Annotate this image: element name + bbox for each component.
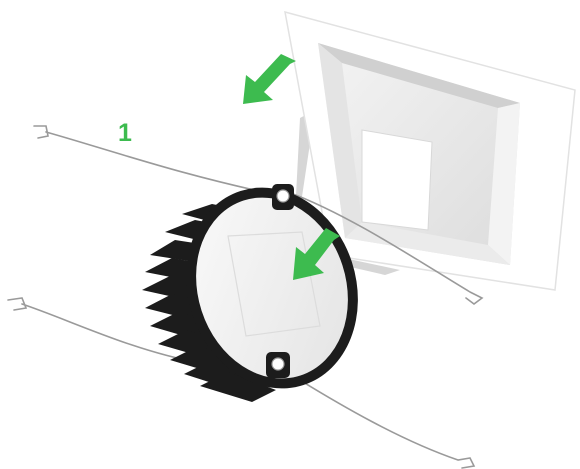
spring-clip-bottom [266, 352, 290, 378]
trim-aperture [362, 130, 432, 230]
spring-lower-right [290, 374, 474, 468]
step-number-label: 1 [118, 118, 132, 148]
arrow-icon [243, 54, 296, 104]
spring-upper-left [34, 126, 282, 196]
spring-clip-top [272, 184, 294, 210]
